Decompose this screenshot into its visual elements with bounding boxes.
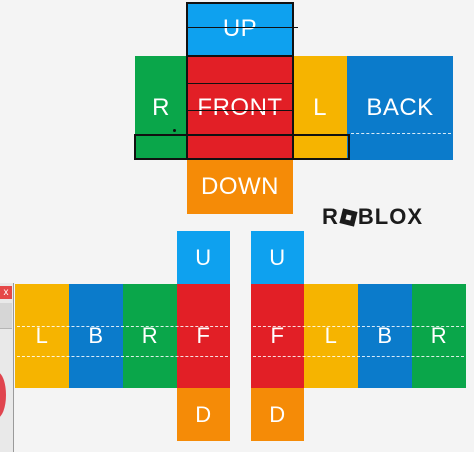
torso-right-label: R <box>152 94 170 121</box>
torso-up-face: UP <box>187 2 293 56</box>
side-window-circle-icon <box>0 372 6 418</box>
torso-up-label: UP <box>222 15 258 42</box>
left-arm-guide-line-bottom <box>17 356 228 357</box>
left-arm-right-face: R <box>123 284 177 388</box>
outline-front-line-2 <box>186 110 294 111</box>
right-arm-front-face: F <box>251 284 304 388</box>
left-arm-down-face: D <box>177 388 230 441</box>
torso-front-face: FRONT <box>187 56 293 160</box>
right-arm-down-label: D <box>269 401 286 427</box>
right-arm-down-face: D <box>251 388 304 441</box>
torso-back-face: BACK <box>347 56 453 160</box>
left-arm-guide-line-top <box>17 326 228 327</box>
back-guide-line <box>351 133 451 134</box>
outline-front-left <box>186 2 188 160</box>
outline-belt-right <box>348 134 350 160</box>
right-arm-front-label: F <box>270 323 285 348</box>
roblox-logo-blox: BLOX <box>357 204 424 229</box>
outline-belt-bottom <box>134 158 350 160</box>
left-arm-front-label: F <box>196 323 211 348</box>
left-arm-back-face: B <box>69 284 123 388</box>
torso-left-face: L <box>293 56 347 160</box>
right-arm-right-label: R <box>430 323 448 348</box>
torso-back-label: BACK <box>366 94 434 121</box>
outline-belt-left <box>134 134 136 160</box>
roblox-logo-r: R <box>322 204 339 229</box>
torso-down-label: DOWN <box>201 173 279 200</box>
outline-front-top <box>186 55 294 57</box>
left-arm-up-label: U <box>195 244 212 270</box>
right-arm-right-face: R <box>412 284 466 388</box>
left-arm-back-label: B <box>88 323 104 348</box>
right-arm-guide-line-bottom <box>253 356 464 357</box>
outline-front-right <box>292 2 294 160</box>
torso-right-face: R <box>135 56 187 160</box>
right-arm-up-label: U <box>269 244 286 270</box>
left-arm-left-face: L <box>15 284 69 388</box>
left-arm-right-label: R <box>141 323 159 348</box>
torso-down-face: DOWN <box>187 160 293 214</box>
outline-up-top <box>186 2 294 4</box>
roblox-logo: R BLOX <box>322 204 423 230</box>
outline-belt-top <box>134 134 350 136</box>
right-arm-left-label: L <box>324 323 338 348</box>
right-arm-back-face: B <box>358 284 412 388</box>
right-arm-back-label: B <box>377 323 393 348</box>
right-arm-guide-line-top <box>253 326 464 327</box>
side-window-toolbar <box>0 303 12 329</box>
left-arm-left-label: L <box>35 323 49 348</box>
outline-up-mid <box>186 27 298 28</box>
torso-left-label: L <box>313 94 327 121</box>
outline-front-line-1 <box>186 83 294 84</box>
right-arm-up-face: U <box>251 231 304 284</box>
outline-dot <box>173 129 176 132</box>
left-arm-up-face: U <box>177 231 230 284</box>
right-arm-left-face: L <box>304 284 358 388</box>
torso-front-label: FRONT <box>197 94 283 121</box>
left-arm-down-label: D <box>195 401 212 427</box>
left-arm-front-face: F <box>177 284 230 388</box>
roblox-logo-tilted-square-icon <box>339 208 358 227</box>
side-window-close-glyph: x <box>3 287 9 298</box>
side-window-close-button[interactable]: x <box>0 286 12 299</box>
